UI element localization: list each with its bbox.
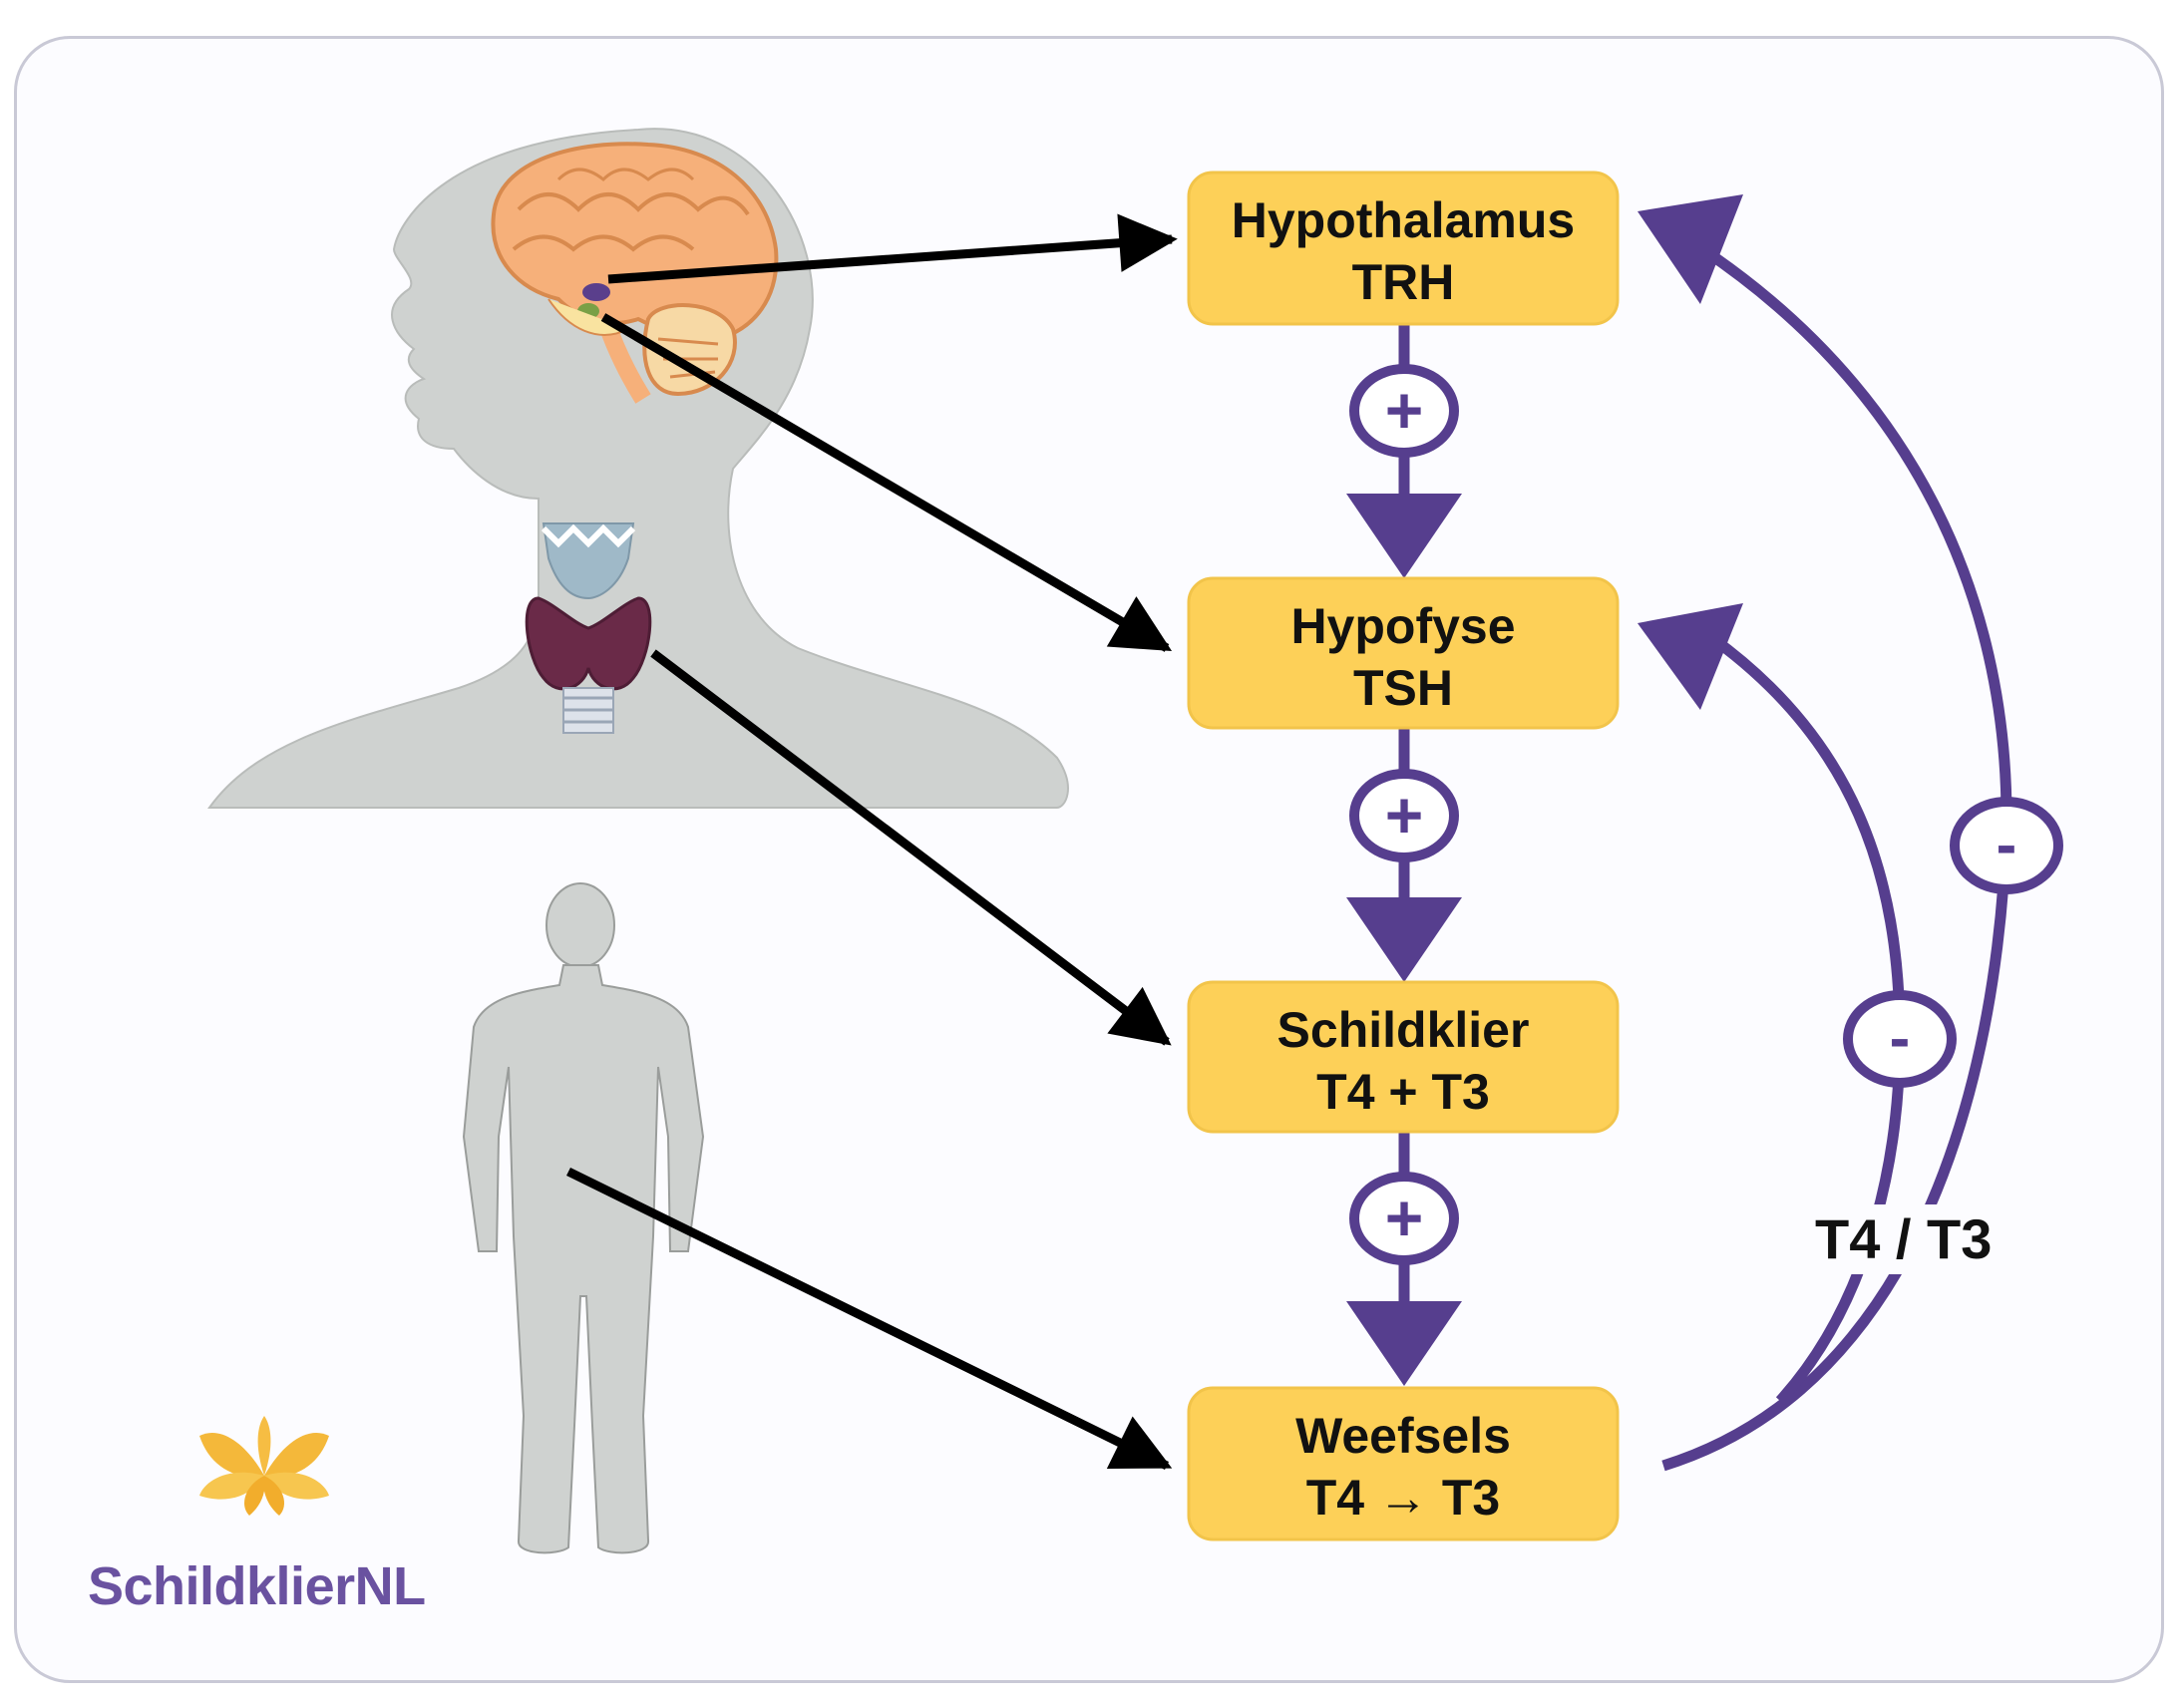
thyroid-illustration (525, 522, 652, 734)
pointer-arrow-hypofyse (600, 313, 1173, 652)
stim-arrowhead-1 (1346, 494, 1462, 578)
box-hypofyse: Hypofyse TSH (1187, 576, 1620, 730)
head-silhouette (207, 128, 1069, 809)
box-hypothalamus-hormone: TRH (1352, 254, 1455, 310)
brand-name: SchildklierNL (88, 1556, 426, 1616)
butterfly-icon (199, 1416, 329, 1516)
diagram-frame (14, 36, 2164, 1683)
box-hypothalamus: Hypothalamus TRH (1187, 171, 1620, 326)
plus-sign-1: + (1385, 373, 1424, 447)
stim-arrowhead-2 (1346, 897, 1462, 982)
plus-sign-3: + (1385, 1181, 1424, 1254)
box-hypothalamus-title: Hypothalamus (1232, 192, 1576, 248)
body-silhouette (462, 882, 705, 1554)
feedback-arrowhead-hypothalamus (1637, 194, 1743, 304)
pointer-arrow-schildklier (650, 649, 1172, 1046)
plus-sign-2: + (1385, 778, 1424, 852)
stimulation-chain: + + + (1346, 324, 1462, 1386)
minus-sign-outer: - (1950, 797, 2063, 894)
feedback-loops: - - T4 / T3 (1637, 194, 2063, 1472)
box-schildklier-hormone: T4 + T3 (1316, 1064, 1490, 1120)
box-weefsels: Weefsels T4 → T3 (1187, 1386, 1620, 1541)
box-hypofyse-title: Hypofyse (1290, 598, 1515, 654)
feedback-hormone-label: T4 / T3 (1815, 1207, 1992, 1270)
minus-sign-inner: - (1843, 990, 1957, 1088)
stim-arrowhead-3 (1346, 1301, 1462, 1386)
pointer-arrow-hypothalamus (607, 213, 1178, 284)
pointer-arrow-weefsels (566, 1167, 1173, 1471)
box-hypofyse-hormone: TSH (1353, 660, 1453, 716)
organ-pointer-arrows (566, 213, 1178, 1471)
box-weefsels-hormone: T4 → T3 (1306, 1470, 1500, 1526)
feedback-arrowhead-hypofyse (1637, 603, 1743, 710)
box-schildklier: Schildklier T4 + T3 (1187, 980, 1620, 1134)
brain-illustration (491, 142, 779, 404)
minus-sign-inner-label: - (1890, 1004, 1911, 1073)
minus-sign-outer-label: - (1997, 811, 2017, 879)
box-weefsels-title: Weefsels (1295, 1408, 1511, 1464)
box-schildklier-title: Schildklier (1277, 1002, 1530, 1058)
